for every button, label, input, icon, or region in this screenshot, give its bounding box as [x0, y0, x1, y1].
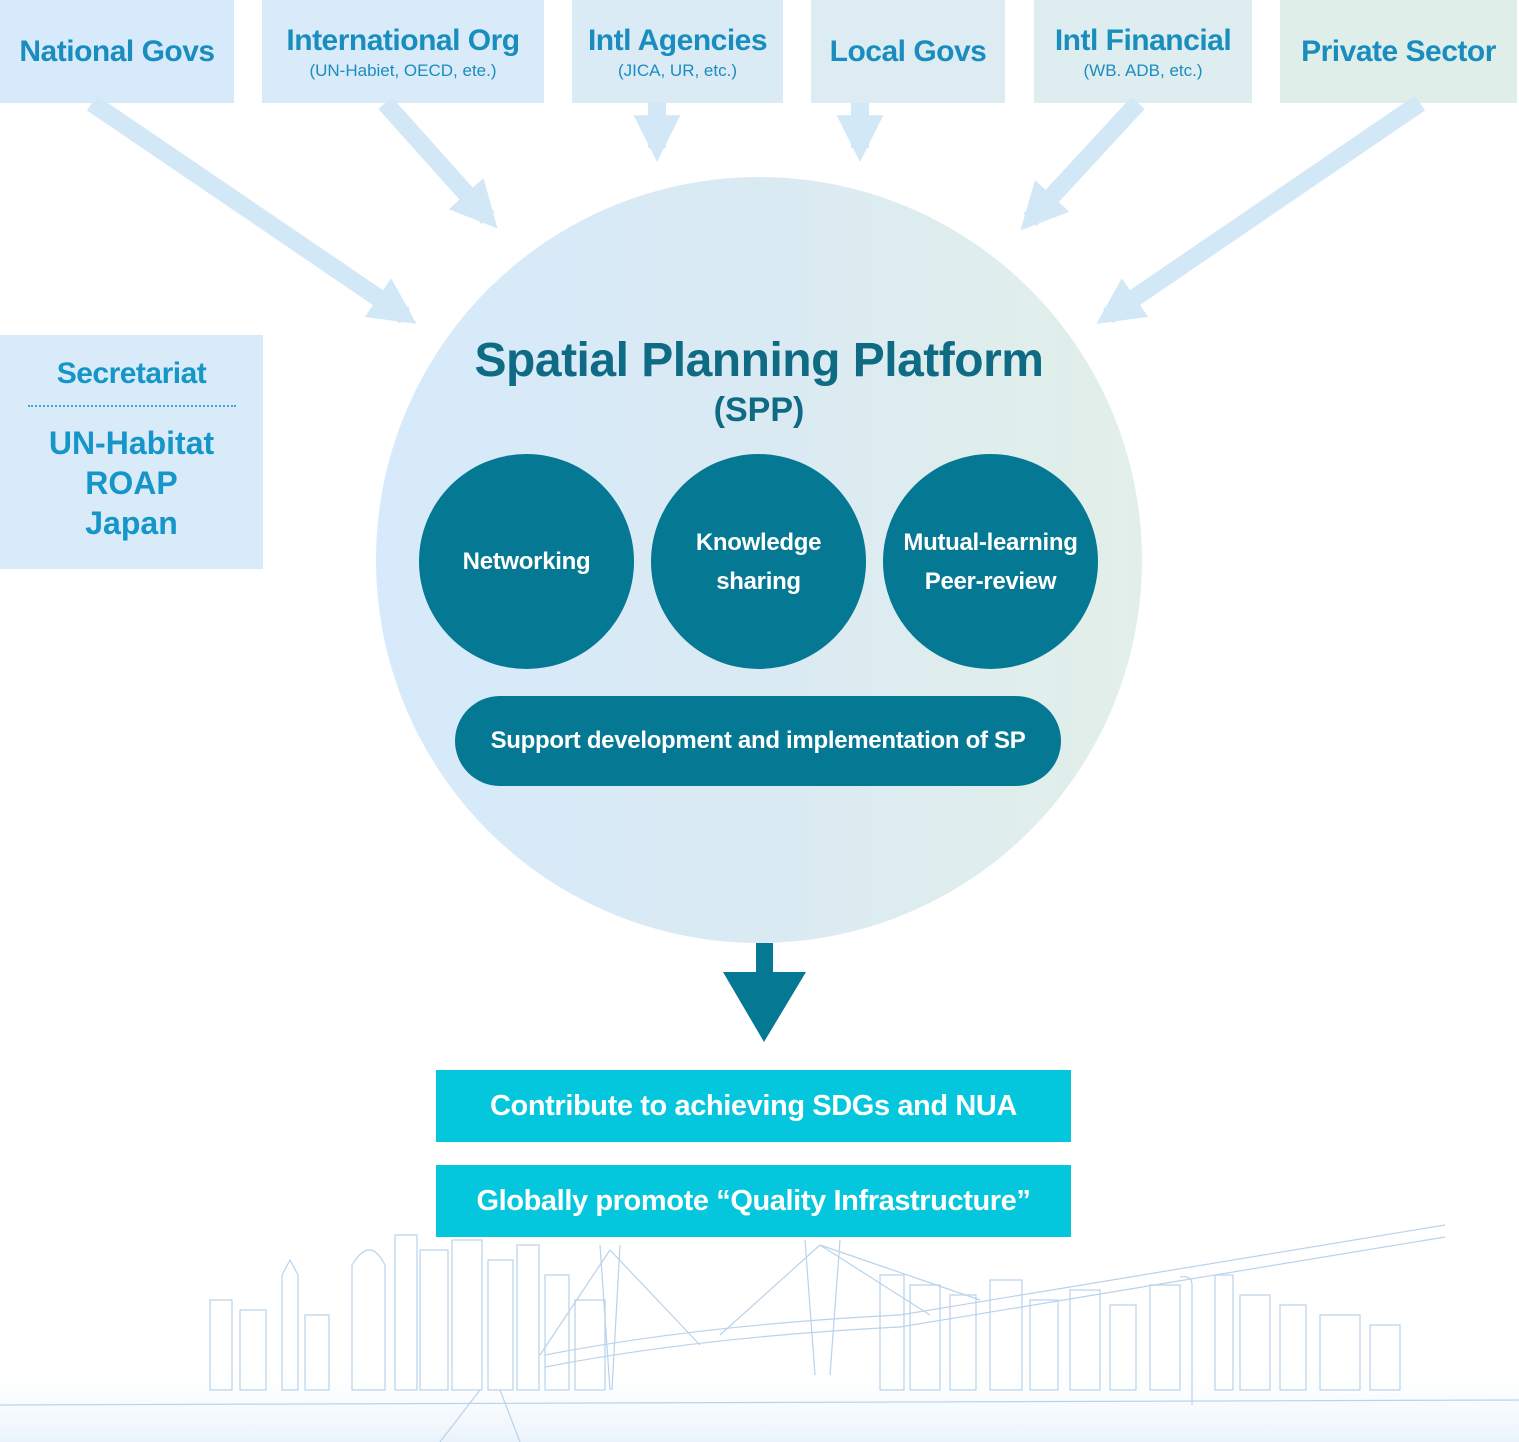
support-pill: Support development and implementation o… — [455, 696, 1061, 786]
platform-abbr: (SPP) — [713, 391, 805, 429]
stakeholder-title: Intl Agencies — [587, 23, 768, 57]
outcome-quality-infrastructure: Globally promote “Quality Infrastructure… — [436, 1165, 1071, 1237]
stakeholder-international-org: International Org (UN-Habiet, OECD, ete.… — [262, 0, 544, 103]
stakeholder-national-govs: National Govs — [0, 0, 234, 103]
stakeholder-title: Private Sector — [1301, 34, 1496, 68]
down-arrow — [723, 943, 806, 1042]
platform-title: Spatial Planning Platform — [474, 334, 1044, 387]
stakeholder-title: Local Govs — [829, 34, 987, 68]
stakeholder-title: Intl Financial — [1054, 23, 1232, 57]
function-mutual-learning: Mutual-learning Peer-review — [883, 454, 1098, 669]
secretariat-heading: Secretariat — [56, 357, 207, 390]
arrow-national-govs — [86, 95, 417, 324]
stakeholder-subtitle: (UN-Habiet, OECD, ete.) — [309, 60, 497, 80]
arrow-international-org — [378, 96, 498, 229]
function-knowledge-sharing: Knowledge sharing — [651, 454, 866, 669]
stakeholder-subtitle: (JICA, UR, etc.) — [617, 60, 737, 80]
arrow-private-sector — [1096, 95, 1426, 324]
city-skyline-illustration — [0, 1224, 1519, 1442]
secretariat-body: UN-Habitat ROAP Japan — [48, 425, 215, 541]
stakeholder-private-sector: Private Sector — [1280, 0, 1517, 103]
dotted-divider — [27, 405, 236, 407]
stakeholder-intl-financial: Intl Financial (WB. ADB, etc.) — [1034, 0, 1252, 103]
arrow-intl-financial — [1020, 96, 1145, 231]
secretariat-panel: Secretariat UN-Habitat ROAP Japan — [0, 335, 263, 569]
stakeholder-subtitle: (WB. ADB, etc.) — [1083, 60, 1203, 80]
stakeholder-title: International Org — [286, 23, 520, 57]
stakeholder-local-govs: Local Govs — [811, 0, 1005, 103]
function-networking: Networking — [419, 454, 634, 669]
connector-arrows — [86, 95, 1426, 1042]
outcome-sdgs: Contribute to achieving SDGs and NUA — [436, 1070, 1071, 1142]
stakeholder-title: National Govs — [19, 34, 215, 68]
stakeholder-intl-agencies: Intl Agencies (JICA, UR, etc.) — [572, 0, 783, 103]
